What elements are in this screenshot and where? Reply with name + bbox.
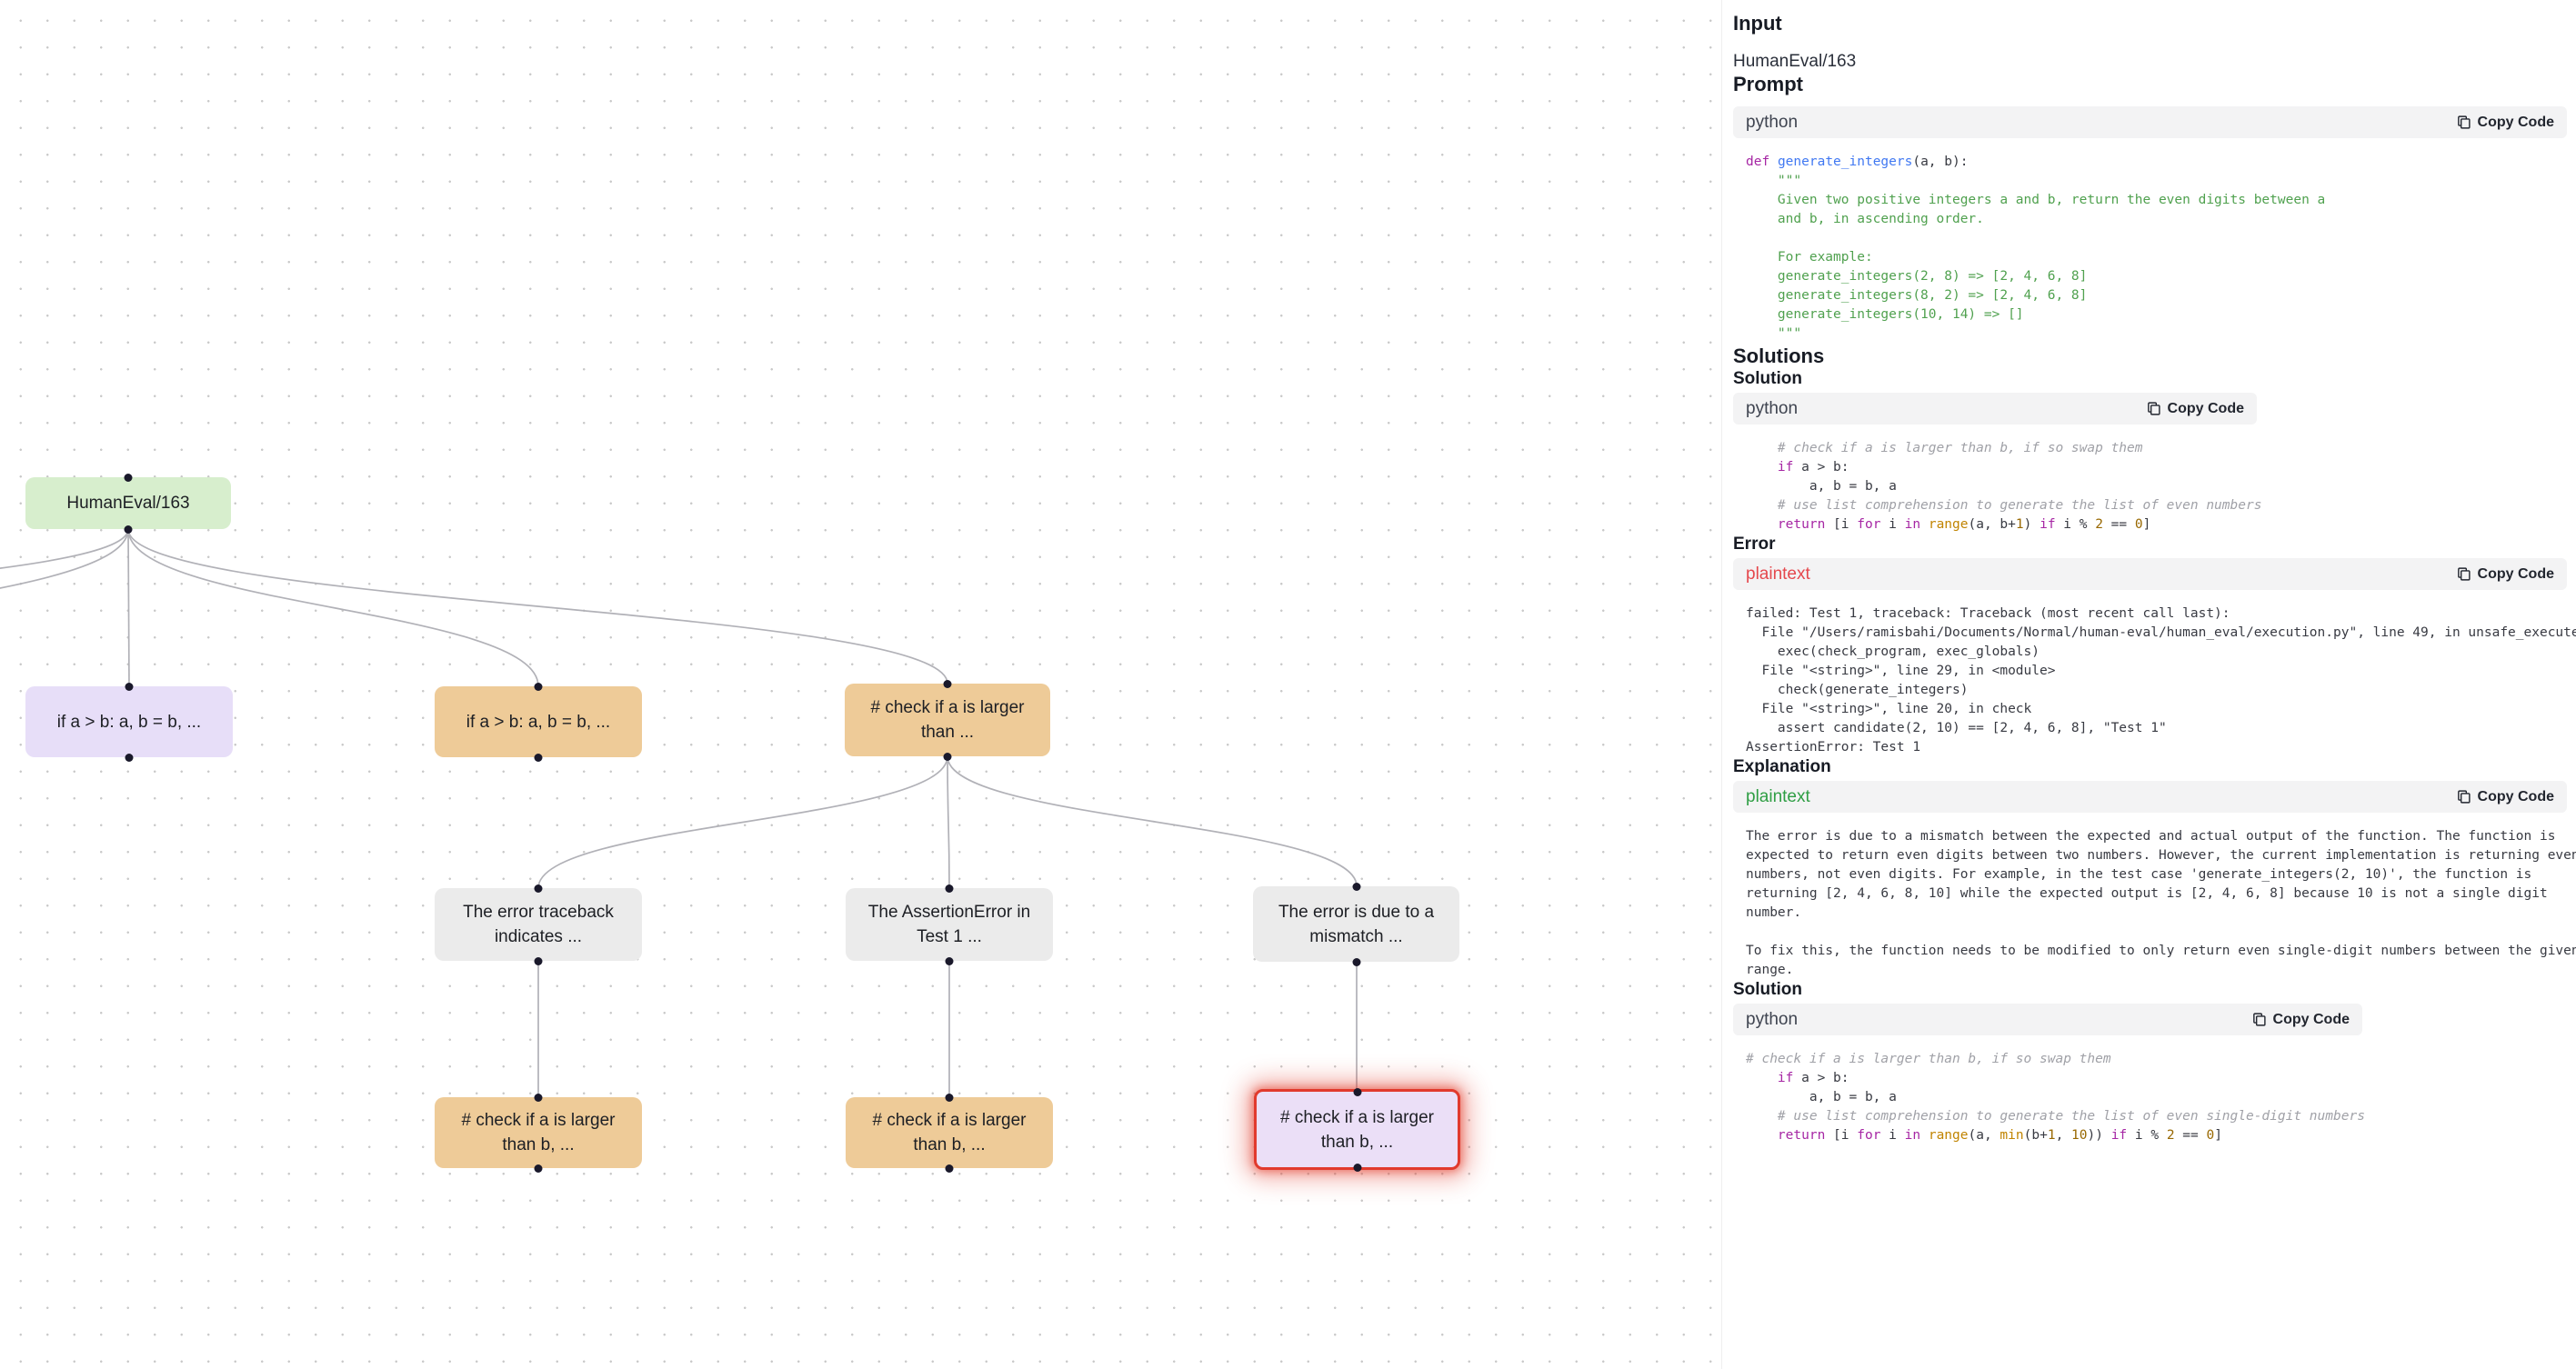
node-label: HumanEval/163: [66, 494, 190, 513]
flow-node[interactable]: # check if a is larger than ...: [845, 679, 1050, 761]
node-handle-top[interactable]: [534, 1093, 543, 1102]
code-language-label: python: [1746, 398, 1799, 418]
node-label: if a > b: a, b = b, ...: [466, 712, 611, 732]
input-heading: Input: [1733, 12, 1782, 35]
code-block-header: python Copy Code: [1733, 106, 2567, 138]
flow-canvas[interactable]: HumanEval/163 if a > b: a, b = b, ... if…: [0, 0, 1721, 1369]
copy-code-button[interactable]: Copy Code: [2456, 789, 2554, 805]
code-content: def generate_integers(a, b): """ Given t…: [1746, 155, 2326, 341]
code-content: # check if a is larger than b, if so swa…: [1746, 441, 2262, 532]
input-value: HumanEval/163: [1733, 52, 1857, 71]
node-handle-bottom[interactable]: [1353, 1163, 1361, 1172]
code-block-prompt: python Copy Code def generate_integers(a…: [1733, 106, 2567, 344]
flow-node[interactable]: The error is due to a mismatch ...: [1253, 882, 1459, 966]
node-handle-bottom[interactable]: [534, 753, 543, 762]
node-handle-bottom[interactable]: [124, 525, 133, 534]
node-label: if a > b: a, b = b, ...: [56, 712, 202, 732]
code-block-solution1: python Copy Code # check if a is larger …: [1733, 393, 2262, 535]
node-label: # check if a is larger than b, ...: [1280, 1107, 1434, 1152]
node-handle-bottom[interactable]: [1352, 957, 1360, 966]
solution2-heading: Solution: [1733, 980, 1802, 999]
node-handle-top[interactable]: [534, 884, 543, 893]
code-block-header: python Copy Code: [1733, 1004, 2362, 1035]
error-heading: Error: [1733, 535, 1776, 554]
node-label: # check if a is larger than ...: [870, 698, 1025, 742]
copy-icon: [2252, 1013, 2266, 1026]
flow-node[interactable]: if a > b: a, b = b, ...: [25, 682, 233, 762]
code-block-header: plaintext Copy Code: [1733, 558, 2567, 590]
copy-icon: [2457, 115, 2471, 129]
code-block-header: python Copy Code: [1733, 393, 2257, 425]
flow-node[interactable]: # check if a is larger than b, ...: [846, 1093, 1053, 1173]
code-content: failed: Test 1, traceback: Traceback (mo…: [1746, 606, 2576, 754]
node-handle-bottom[interactable]: [125, 753, 134, 762]
solutions-heading: Solutions: [1733, 345, 1825, 367]
node-handle-top[interactable]: [943, 679, 952, 688]
copy-code-label: Copy Code: [2477, 114, 2554, 130]
code-content: The error is due to a mismatch between t…: [1746, 829, 2576, 977]
code-language-label: python: [1746, 1009, 1799, 1029]
edge-layer: [0, 528, 1358, 1097]
copy-icon: [2457, 567, 2471, 581]
node-label: # check if a is larger than b, ...: [461, 1111, 616, 1154]
node-handle-bottom[interactable]: [945, 1164, 954, 1173]
copy-code-label: Copy Code: [2477, 565, 2554, 582]
copy-code-button[interactable]: Copy Code: [2251, 1012, 2350, 1028]
copy-code-button[interactable]: Copy Code: [2456, 115, 2554, 131]
node-handle-top[interactable]: [124, 473, 133, 482]
code-block-header: plaintext Copy Code: [1733, 781, 2567, 813]
copy-code-label: Copy Code: [2477, 788, 2554, 804]
copy-code-button[interactable]: Copy Code: [2146, 401, 2244, 417]
flow-node[interactable]: The AssertionError in Test 1 ...: [846, 884, 1053, 965]
node-label: The AssertionError in Test 1 ...: [867, 903, 1031, 946]
code-language-label: plaintext: [1746, 564, 1810, 584]
flow-node[interactable]: HumanEval/163: [25, 473, 231, 534]
flow-node-selected[interactable]: # check if a is larger than b, ...: [1254, 1087, 1460, 1172]
code-language-label: python: [1746, 112, 1799, 132]
flow-node[interactable]: The error traceback indicates ...: [435, 884, 642, 965]
flow-node[interactable]: # check if a is larger than b, ...: [435, 1093, 642, 1173]
code-block-explanation: plaintext Copy Code The error is due to …: [1733, 781, 2576, 980]
copy-icon: [2457, 790, 2471, 804]
node-handle-bottom[interactable]: [943, 752, 952, 761]
node-handle-top[interactable]: [945, 884, 954, 893]
node-handle-top[interactable]: [125, 682, 134, 691]
node-label: # check if a is larger than b, ...: [872, 1111, 1027, 1154]
node-handle-bottom[interactable]: [945, 956, 954, 965]
code-block-solution2: python Copy Code # check if a is larger …: [1733, 1004, 2365, 1145]
explanation-heading: Explanation: [1733, 757, 1831, 776]
node-handle-top[interactable]: [1352, 882, 1360, 891]
copy-code-button[interactable]: Copy Code: [2456, 566, 2554, 583]
node-handle-top[interactable]: [534, 682, 543, 691]
detail-panel: Input HumanEval/163 Prompt python Copy C…: [1721, 0, 2576, 1369]
node-handle-bottom[interactable]: [534, 956, 543, 965]
code-block-error: plaintext Copy Code failed: Test 1, trac…: [1733, 558, 2576, 757]
copy-code-label: Copy Code: [2272, 1011, 2350, 1027]
node-handle-top[interactable]: [1353, 1087, 1361, 1096]
copy-icon: [2147, 402, 2160, 415]
flow-node[interactable]: if a > b: a, b = b, ...: [435, 682, 642, 762]
node-label: The error traceback indicates ...: [463, 903, 614, 946]
solution1-heading: Solution: [1733, 369, 1802, 388]
node-label: The error is due to a mismatch ...: [1278, 902, 1435, 946]
code-language-label: plaintext: [1746, 786, 1810, 806]
prompt-heading: Prompt: [1733, 73, 1803, 95]
code-content: # check if a is larger than b, if so swa…: [1746, 1052, 2365, 1143]
node-handle-top[interactable]: [945, 1093, 954, 1102]
copy-code-label: Copy Code: [2167, 400, 2244, 416]
node-handle-bottom[interactable]: [534, 1164, 543, 1173]
